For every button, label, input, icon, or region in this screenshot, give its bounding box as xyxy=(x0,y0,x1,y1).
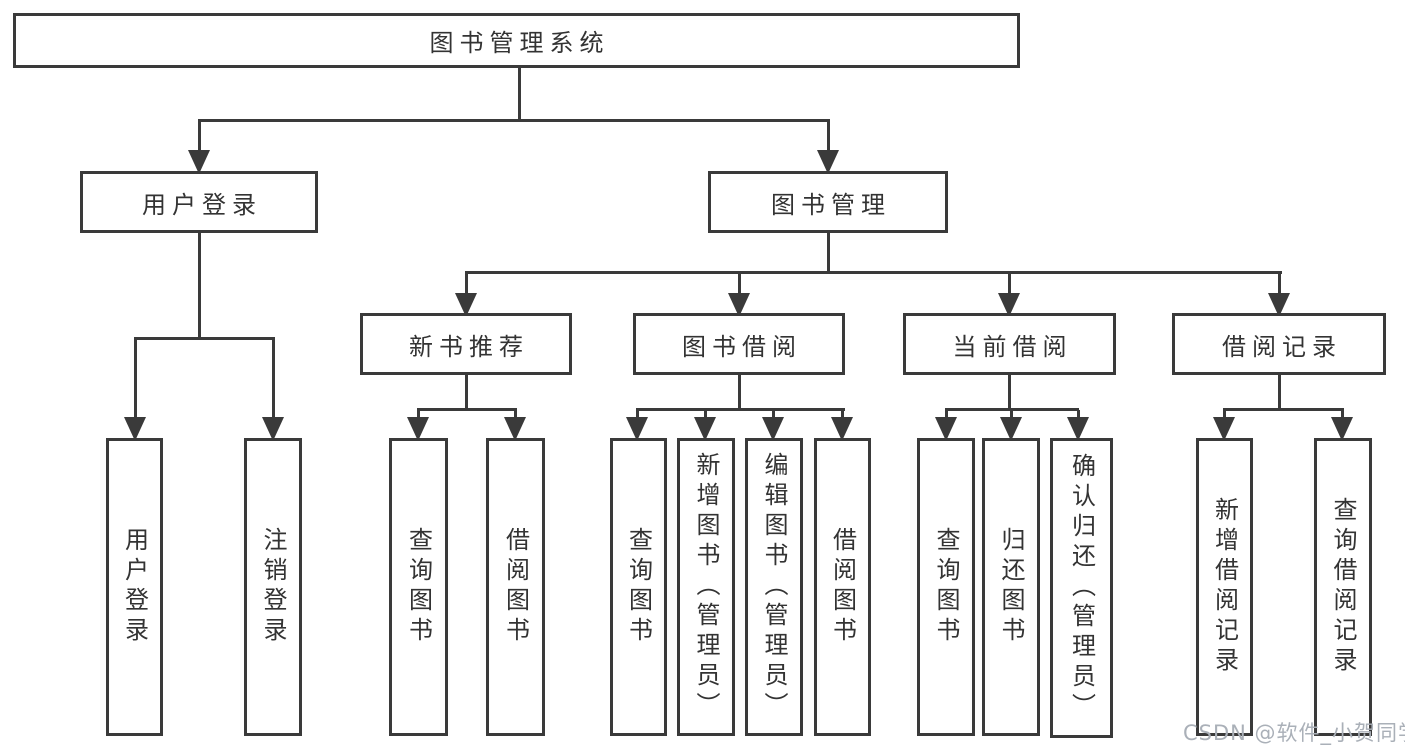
node-new-book-recommendation: 新书推荐 xyxy=(360,313,572,375)
node-leaf-bb-borrow-books: 借阅图书 xyxy=(814,438,871,736)
connector-root-stub xyxy=(518,66,521,122)
arrow-to-nb-borrow-books xyxy=(504,410,526,441)
connector-new-book-stub xyxy=(465,375,468,411)
arrow-to-bb-edit-books xyxy=(762,410,784,441)
arrow-to-cb-query-books xyxy=(935,410,957,441)
node-leaf-cb-confirm-return-admin: 确认归还（管理员） xyxy=(1050,438,1113,738)
connector-root-rail xyxy=(198,119,830,122)
node-user-login: 用户登录 xyxy=(80,171,318,233)
node-leaf-br-add-record: 新增借阅记录 xyxy=(1196,438,1253,736)
node-leaf-cb-return-books: 归还图书 xyxy=(982,438,1040,736)
node-leaf-logout: 注销登录 xyxy=(244,438,302,736)
connector-book-borrowing-stub xyxy=(738,375,741,411)
csdn-watermark: CSDN @软件_小贺同学 xyxy=(1183,721,1405,745)
arrow-to-book-borrowing xyxy=(728,273,750,317)
node-leaf-bb-query-books: 查询图书 xyxy=(610,438,667,736)
arrow-to-current-borrowing xyxy=(998,273,1020,317)
node-leaf-br-query-record: 查询借阅记录 xyxy=(1314,438,1372,736)
connector-current-borrowing-rail xyxy=(945,408,1079,411)
arrow-to-user-login xyxy=(188,121,210,174)
arrow-to-br-add-record xyxy=(1213,410,1235,441)
arrow-to-bb-query-books xyxy=(626,410,648,441)
connector-borrowing-records-stub xyxy=(1278,375,1281,411)
connector-user-login-rail xyxy=(134,337,275,340)
node-leaf-user-login: 用户登录 xyxy=(106,438,163,736)
connector-book-management-rail xyxy=(465,271,1282,274)
node-leaf-bb-edit-books-admin: 编辑图书（管理员） xyxy=(745,438,803,736)
node-borrowing-records: 借阅记录 xyxy=(1172,313,1386,375)
arrow-to-new-book-recommendation xyxy=(455,273,477,317)
arrow-to-bb-borrow-books xyxy=(831,410,853,441)
connector-book-borrowing-rail xyxy=(636,408,845,411)
connector-book-management-stub xyxy=(827,233,830,274)
connector-current-borrowing-stub xyxy=(1008,375,1011,411)
node-current-borrowing: 当前借阅 xyxy=(903,313,1116,375)
arrow-to-cb-return-books xyxy=(1000,410,1022,441)
node-leaf-nb-query-books: 查询图书 xyxy=(389,438,448,736)
connector-user-login-stub xyxy=(198,233,201,340)
arrow-to-borrowing-records xyxy=(1268,273,1290,317)
node-book-borrowing: 图书借阅 xyxy=(633,313,845,375)
node-book-management: 图书管理 xyxy=(708,171,948,233)
connector-new-book-rail xyxy=(417,408,517,411)
connector-borrowing-records-rail xyxy=(1223,408,1344,411)
arrow-to-cb-confirm-return xyxy=(1067,410,1089,441)
arrow-to-br-query-record xyxy=(1331,410,1353,441)
node-library-management-system: 图书管理系统 xyxy=(13,13,1020,68)
node-leaf-cb-query-books: 查询图书 xyxy=(917,438,975,736)
arrow-to-logout-leaf xyxy=(262,339,284,441)
arrow-to-user-login-leaf xyxy=(124,339,146,441)
arrow-to-nb-query-books xyxy=(407,410,429,441)
node-leaf-bb-add-books-admin: 新增图书（管理员） xyxy=(677,438,735,736)
arrow-to-bb-add-books xyxy=(694,410,716,441)
node-leaf-nb-borrow-books: 借阅图书 xyxy=(486,438,545,736)
arrow-to-book-management xyxy=(817,121,839,174)
